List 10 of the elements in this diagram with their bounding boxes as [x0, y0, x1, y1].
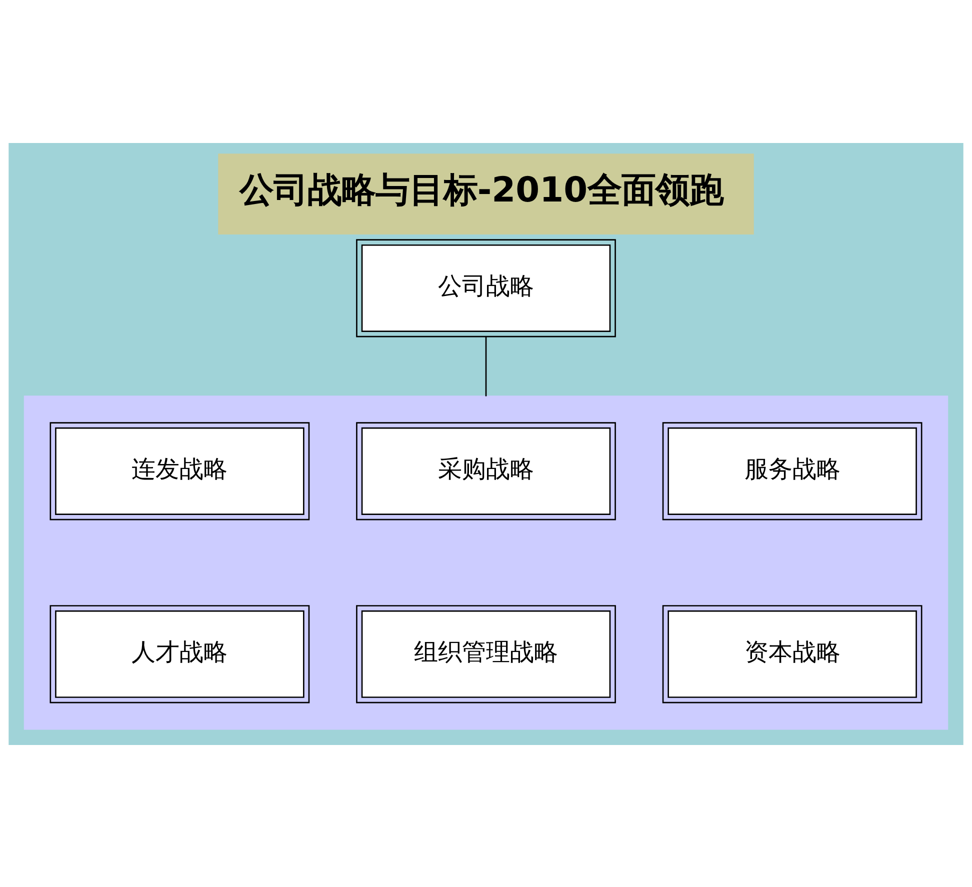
node-box: 采购战略	[356, 422, 616, 520]
node-box: 资本战略	[662, 604, 922, 703]
node-box: 服务战略	[662, 422, 922, 520]
diagram-title: 公司战略与目标-2010全面领跑	[239, 170, 724, 210]
node-box: 人才战略	[50, 604, 310, 703]
node-box: 组织管理战略	[356, 604, 616, 703]
node-box: 公司战略	[356, 238, 616, 337]
node-box: 连发战略	[50, 422, 310, 520]
connector	[485, 336, 487, 396]
cluster	[24, 395, 948, 730]
